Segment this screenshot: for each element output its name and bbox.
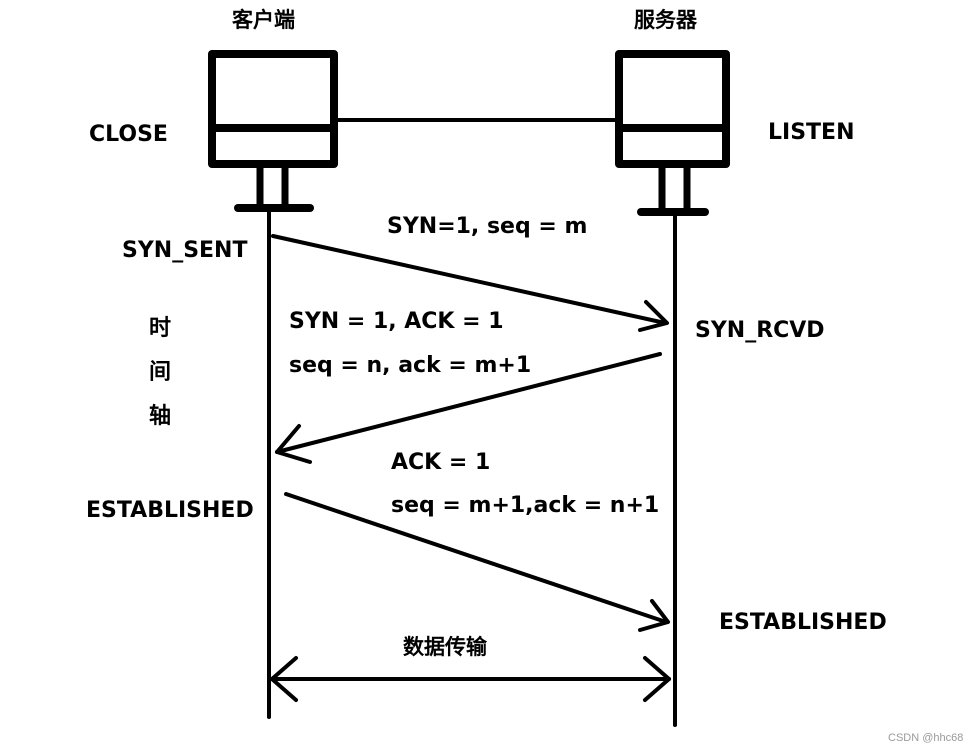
server-state-syn-rcvd: SYN_RCVD xyxy=(695,318,825,343)
server-title: 服务器 xyxy=(634,8,697,32)
data-transfer-label: 数据传输 xyxy=(403,635,487,659)
server-computer-icon xyxy=(615,50,730,216)
syn-ack-label-line1: SYN = 1, ACK = 1 xyxy=(289,309,504,334)
data-transfer-arrow xyxy=(270,656,671,702)
client-state-established: ESTABLISHED xyxy=(86,498,254,523)
syn-label: SYN=1, seq = m xyxy=(387,214,588,239)
syn-arrow xyxy=(271,234,669,332)
client-title: 客户端 xyxy=(232,8,295,32)
server-state-established: ESTABLISHED xyxy=(719,610,887,635)
syn-ack-arrow xyxy=(275,352,662,464)
client-state-syn-sent: SYN_SENT xyxy=(122,238,248,263)
ack-label-line2: seq = m+1,ack = n+1 xyxy=(391,493,660,518)
timeline-char-3: 轴 xyxy=(149,404,172,429)
timeline-char-1: 时 xyxy=(149,316,172,341)
ack-label-line1: ACK = 1 xyxy=(391,450,491,475)
server-state-listen: LISTEN xyxy=(768,120,855,145)
client-state-close: CLOSE xyxy=(89,122,168,147)
client-computer-icon xyxy=(208,50,338,212)
ack-arrow xyxy=(284,492,670,632)
syn-ack-label-line2: seq = n, ack = m+1 xyxy=(289,353,532,378)
watermark: CSDN @hhc68 xyxy=(888,732,964,744)
timeline-char-2: 间 xyxy=(149,360,172,385)
